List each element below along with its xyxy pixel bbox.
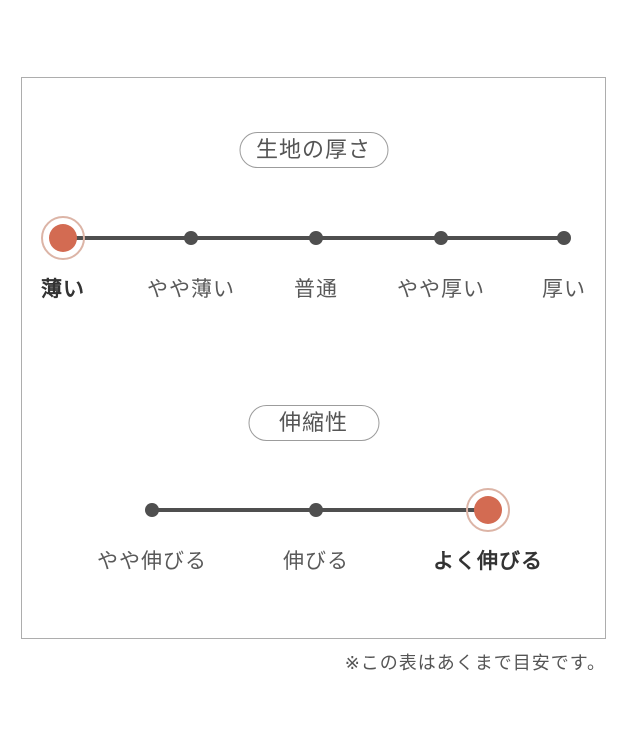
scale-label-somewhat-thin: やや薄い (147, 278, 235, 301)
scale-label-stretches-well: よく伸びる (433, 550, 543, 573)
scale-label-thick: 厚い (542, 278, 586, 301)
scale-dot (309, 503, 323, 517)
selected-marker-ring (466, 488, 510, 532)
scale-dot (184, 231, 198, 245)
scale-label-normal: 普通 (294, 278, 338, 301)
scale-label-thin: 薄い (41, 278, 85, 301)
disclaimer-note: ※この表はあくまで目安です。 (344, 653, 606, 673)
scale-label-somewhat-thick: やや厚い (397, 278, 485, 301)
scale-dot (145, 503, 159, 517)
spec-frame: 生地の厚さ 薄い やや薄い 普通 やや厚い 厚い 伸縮性 やや伸 (21, 77, 606, 639)
selected-marker-dot (49, 224, 77, 252)
scale-dot (434, 231, 448, 245)
scale-label-stretches: 伸びる (283, 550, 349, 573)
scale-title-text: 伸縮性 (278, 410, 349, 435)
scale-title-stretchiness: 伸縮性 (247, 405, 380, 441)
scale-title-fabric-thickness: 生地の厚さ (238, 132, 389, 168)
scale-dot (557, 231, 571, 245)
scale-title-text: 生地の厚さ (255, 137, 372, 162)
selected-marker-ring (41, 216, 85, 260)
scale-label-stretches-somewhat: やや伸びる (97, 550, 207, 573)
selected-marker-dot (474, 496, 502, 524)
scale-dot (309, 231, 323, 245)
